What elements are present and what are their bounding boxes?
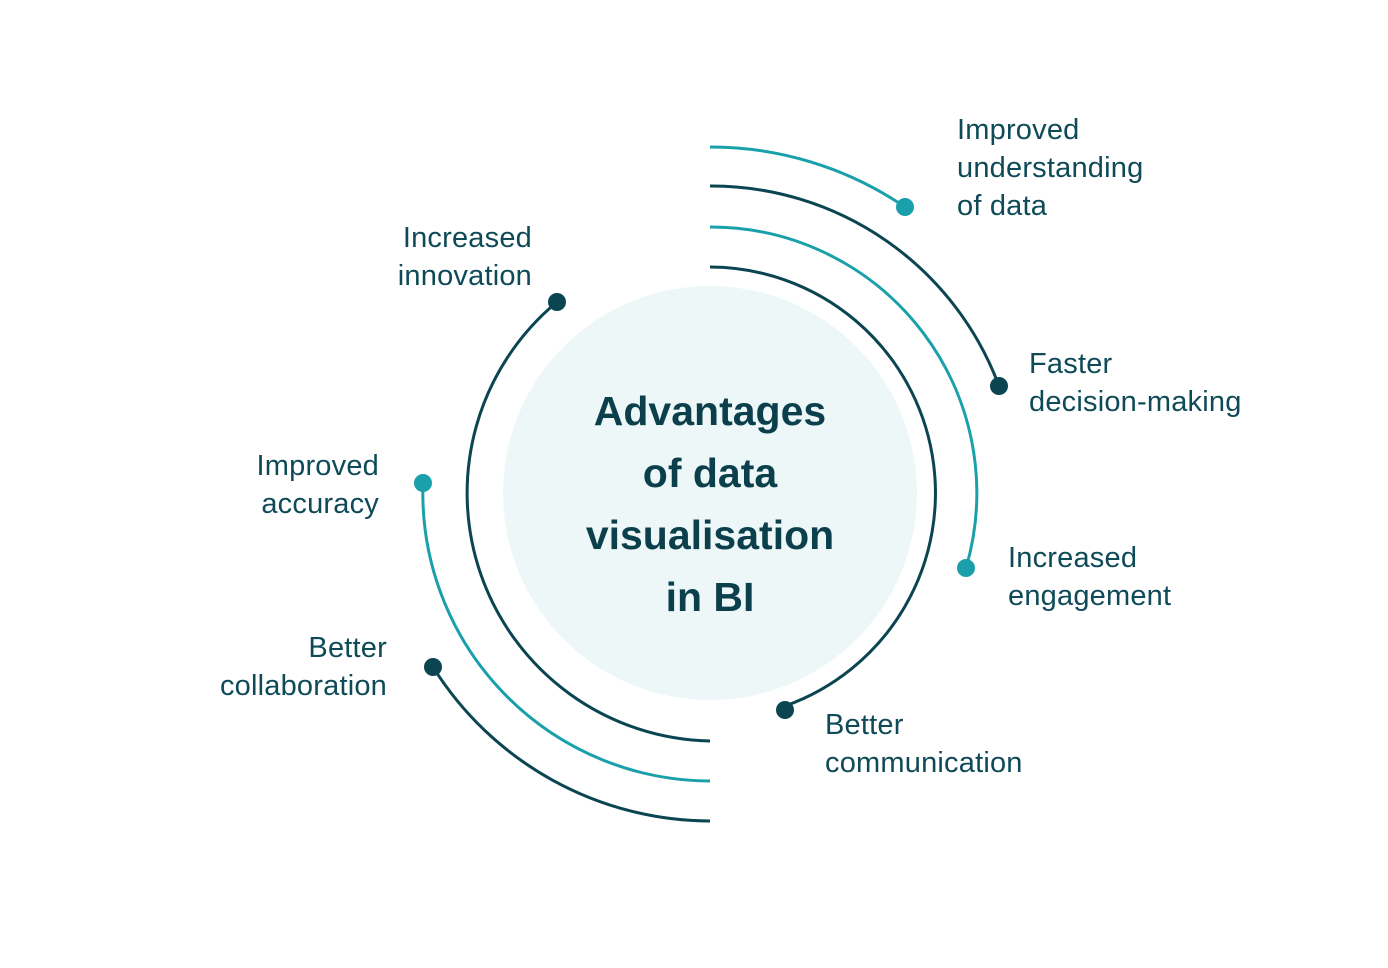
label-line: Increased [402,222,532,254]
label-line: accuracy [261,488,379,520]
dot-better-communication [776,701,794,719]
arc-improved-understanding [709,145,906,209]
arc-better-collaboration [431,666,711,823]
label-improved-accuracy: Improved accuracy [257,447,380,523]
arc-better-communication [709,265,937,708]
label-line: understanding [957,152,1144,184]
title-line: in BI [665,574,755,620]
label-increased-engagement: Increased engagement [1008,539,1171,615]
dot-improved-understanding [896,198,914,216]
arc-improved-accuracy [421,482,711,783]
title-line: visualisation [585,512,835,558]
label-better-communication: Better communication [825,706,1023,782]
arc-increased-engagement [709,225,979,569]
dot-increased-innovation [548,293,566,311]
label-line: communication [825,747,1023,779]
dot-better-collaboration [424,658,442,676]
label-line: innovation [397,260,532,292]
label-line: Improved [256,450,379,482]
label-better-collaboration: Better collaboration [220,629,387,705]
label-line: Better [825,709,904,741]
label-line: Increased [1008,542,1138,574]
label-line: Faster [1029,348,1113,380]
diagram-title: Advantages of data visualisation in BI [540,380,880,628]
arc-faster-decision-making [709,184,1001,387]
label-line: engagement [1008,580,1172,612]
label-faster-decision-making: Faster decision-making [1029,345,1242,421]
dot-faster-decision-making [990,377,1008,395]
label-line: collaboration [219,670,387,702]
label-line: Better [308,632,387,664]
center-circle [503,286,917,700]
label-line: Improved [957,114,1080,146]
label-improved-understanding: Improved understanding of data [957,111,1143,225]
label-line: decision-making [1029,386,1242,418]
title-line: of data [642,450,778,496]
title-line: Advantages [593,388,827,434]
label-line: of data [957,190,1048,222]
dot-improved-accuracy [414,474,432,492]
arc-increased-innovation [465,300,711,743]
dot-increased-engagement [957,559,975,577]
label-increased-innovation: Increased innovation [398,219,532,295]
